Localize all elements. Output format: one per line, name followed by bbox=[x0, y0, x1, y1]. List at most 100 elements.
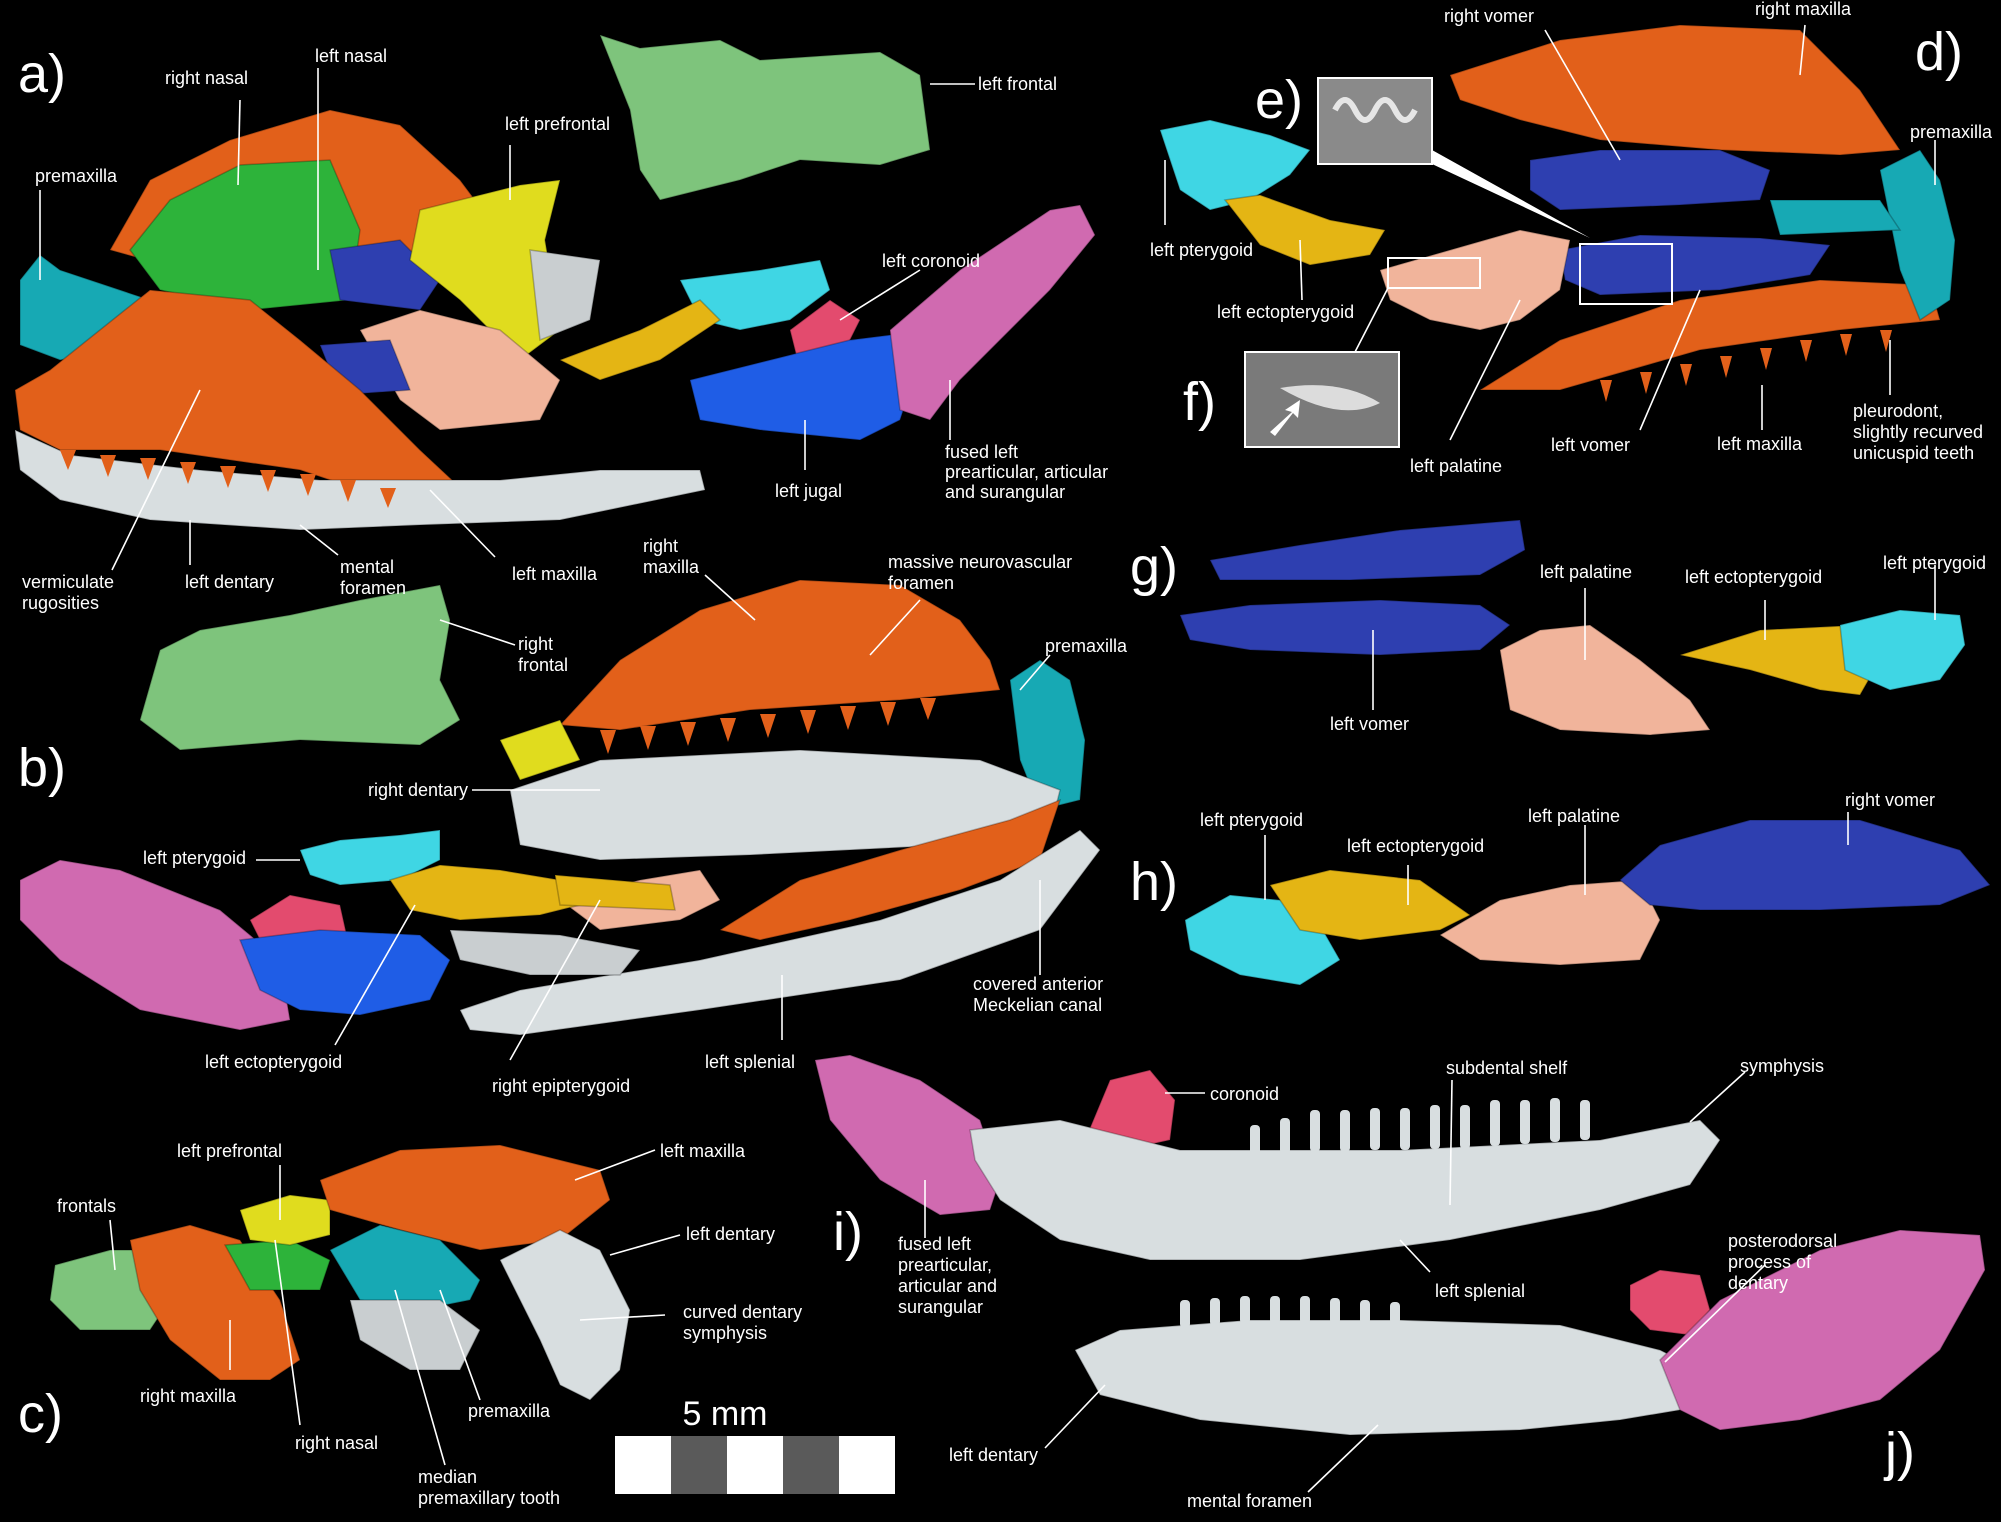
label-c-premaxilla: premaxilla bbox=[468, 1401, 551, 1421]
a-postdentary bbox=[889, 204, 1096, 421]
scale-bar-segment-5 bbox=[839, 1436, 895, 1494]
a-left-palatine bbox=[358, 309, 561, 431]
label-c-left-dentary: left dentary bbox=[686, 1224, 775, 1244]
f-connector bbox=[1354, 287, 1389, 353]
leader-lines bbox=[39, 24, 1936, 1493]
panel-c bbox=[49, 1144, 631, 1401]
a-left-jugal bbox=[689, 329, 932, 441]
label-d-left-palatine: left palatine bbox=[1410, 456, 1502, 476]
label-i-fused-3: articular and bbox=[898, 1276, 997, 1296]
panel-letter-d: d) bbox=[1915, 22, 1963, 82]
g-right-vomer bbox=[1208, 519, 1526, 581]
label-b-left-pterygoid: left pterygoid bbox=[143, 848, 246, 868]
h-left-palatine bbox=[1438, 879, 1661, 966]
label-d-left-pterygoid: left pterygoid bbox=[1150, 240, 1253, 260]
d-left-pterygoid bbox=[1159, 119, 1312, 211]
label-j-posterodorsal-3: dentary bbox=[1728, 1273, 1788, 1293]
panel-h bbox=[1184, 819, 1992, 986]
b-premaxilla bbox=[1009, 659, 1086, 811]
label-c-curved-1: curved dentary bbox=[683, 1302, 802, 1322]
label-j-posterodorsal-2: process of bbox=[1728, 1252, 1812, 1272]
label-b-right-maxilla-1: right bbox=[643, 536, 678, 556]
h-left-ectopterygoid bbox=[1268, 869, 1472, 941]
b-left-jugal bbox=[238, 929, 451, 1016]
panel-j bbox=[1073, 1229, 1986, 1436]
label-d-right-vomer: right vomer bbox=[1444, 6, 1534, 26]
e-inset-pointer bbox=[1432, 150, 1590, 238]
label-j-left-dentary: left dentary bbox=[949, 1445, 1038, 1465]
label-a-vermiculate-1: vermiculate bbox=[22, 572, 114, 592]
label-a-left-maxilla: left maxilla bbox=[512, 564, 598, 584]
a-maxilla-teeth bbox=[60, 450, 396, 508]
e-highlight-box bbox=[1579, 243, 1673, 305]
f-inset-arrow bbox=[1270, 400, 1300, 436]
d-left-vomer bbox=[1559, 234, 1832, 296]
label-i-fused-2: prearticular, bbox=[898, 1255, 992, 1275]
panel-g bbox=[1178, 519, 1966, 736]
label-b-right-frontal-2: frontal bbox=[518, 655, 568, 675]
d-left-palatine bbox=[1379, 229, 1571, 331]
panel-letter-h: h) bbox=[1130, 852, 1178, 912]
label-b-right-maxilla-2: maxilla bbox=[643, 557, 700, 577]
panel-i bbox=[814, 1054, 1721, 1261]
label-j-mental-foramen: mental foramen bbox=[1187, 1491, 1312, 1511]
g-left-pterygoid bbox=[1839, 609, 1966, 691]
label-h-left-ectopterygoid: left ectopterygoid bbox=[1347, 836, 1484, 856]
label-d-left-maxilla: left maxilla bbox=[1717, 434, 1803, 454]
label-d-pleurodont-2: slightly recurved bbox=[1853, 422, 1983, 442]
label-a-left-nasal: left nasal bbox=[315, 46, 387, 66]
label-c-left-maxilla: left maxilla bbox=[660, 1141, 746, 1161]
b-left-maxilla bbox=[718, 798, 1062, 941]
label-i-symphysis: symphysis bbox=[1740, 1056, 1824, 1076]
c-grey-bone bbox=[349, 1299, 481, 1371]
scale-bar-segment-4 bbox=[783, 1436, 839, 1494]
label-b-right-frontal-1: right bbox=[518, 634, 553, 654]
label-h-left-pterygoid: left pterygoid bbox=[1200, 810, 1303, 830]
label-b-massive-2: foramen bbox=[888, 573, 954, 593]
label-b-right-dentary: right dentary bbox=[368, 780, 468, 800]
label-i-coronoid: coronoid bbox=[1210, 1084, 1279, 1104]
b-left-pterygoid bbox=[298, 829, 441, 886]
label-b-right-epipterygoid: right epipterygoid bbox=[492, 1076, 630, 1096]
scale-bar-label: 5 mm bbox=[683, 1395, 768, 1433]
label-a-vermiculate-2: rugosities bbox=[22, 593, 99, 613]
label-b-covered-1: covered anterior bbox=[973, 974, 1103, 994]
panel-b bbox=[19, 579, 1101, 1036]
b-maxilla-teeth bbox=[600, 698, 936, 754]
a-grey-bone bbox=[529, 249, 601, 342]
label-a-left-coronoid: left coronoid bbox=[882, 251, 980, 271]
b-grey-bone bbox=[448, 929, 642, 976]
a-left-frontal bbox=[598, 33, 931, 201]
g-left-vomer bbox=[1178, 599, 1512, 656]
g-left-palatine bbox=[1499, 624, 1712, 736]
label-d-premaxilla: premaxilla bbox=[1910, 122, 1993, 142]
label-i-subdental-shelf: subdental shelf bbox=[1446, 1058, 1568, 1078]
label-a-left-prefrontal: left prefrontal bbox=[505, 114, 610, 134]
b-right-maxilla bbox=[558, 579, 1002, 731]
label-b-covered-2: Meckelian canal bbox=[973, 995, 1102, 1015]
i-dentary-teeth bbox=[1250, 1098, 1590, 1155]
a-ectopterygoid-piece bbox=[558, 299, 722, 381]
label-b-massive-1: massive neurovascular bbox=[888, 552, 1072, 572]
panel-letter-c: c) bbox=[18, 1384, 63, 1444]
label-a-left-frontal: left frontal bbox=[978, 74, 1057, 94]
b-prefrontal-piece bbox=[498, 719, 582, 781]
e-inset-tooth bbox=[1332, 97, 1418, 123]
label-d-left-ectopterygoid: left ectopterygoid bbox=[1217, 302, 1354, 322]
label-d-right-maxilla: right maxilla bbox=[1755, 0, 1852, 19]
b-postdentary bbox=[19, 859, 291, 1031]
scale-bar: 5 mm bbox=[615, 1395, 895, 1494]
label-a-mental-1: mental bbox=[340, 557, 394, 577]
d-right-maxilla bbox=[1449, 24, 1902, 156]
i-postdentary bbox=[814, 1054, 1001, 1216]
e-inset-image bbox=[1317, 77, 1433, 165]
panel-d bbox=[1159, 24, 1956, 448]
b-right-frontal bbox=[139, 584, 461, 751]
j-dentary-teeth bbox=[1180, 1296, 1400, 1328]
d-premaxilla bbox=[1879, 149, 1956, 322]
label-h-left-palatine: left palatine bbox=[1528, 806, 1620, 826]
j-postdentary bbox=[1659, 1229, 1986, 1431]
label-d-pleurodont-3: unicuspid teeth bbox=[1853, 443, 1974, 463]
a-left-dentary bbox=[14, 428, 706, 531]
label-g-left-ectopterygoid: left ectopterygoid bbox=[1685, 567, 1822, 587]
